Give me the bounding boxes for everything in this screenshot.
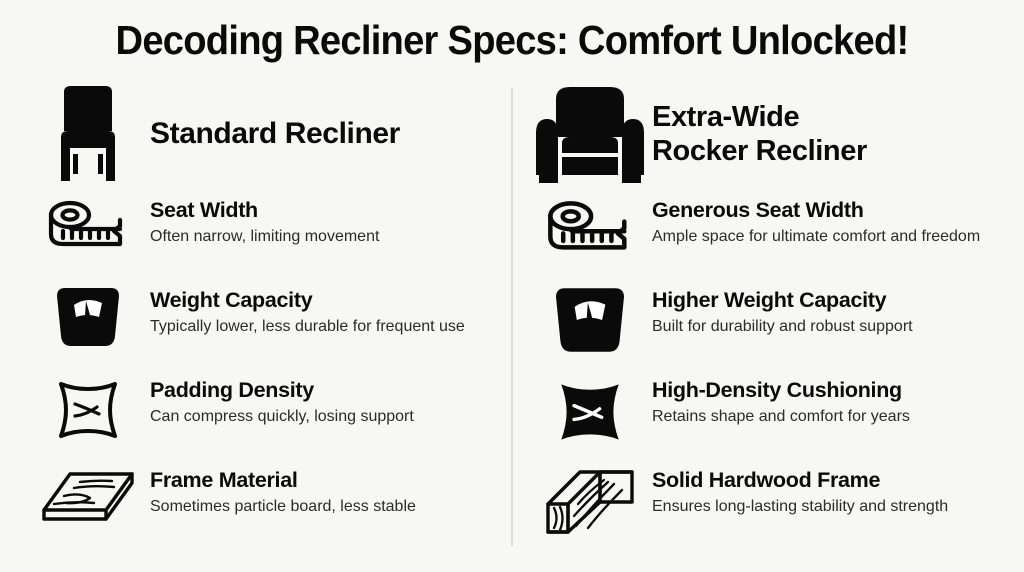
feature-text: High-Density Cushioning Retains shape an…	[646, 376, 910, 427]
feature-row: Seat Width Often narrow, limiting moveme…	[32, 196, 512, 276]
feature-text: Frame Material Sometimes particle board,…	[144, 466, 416, 517]
chair-icon	[32, 86, 144, 182]
feature-row: Padding Density Can compress quickly, lo…	[32, 376, 512, 456]
column-title-standard: Standard Recliner	[150, 117, 400, 151]
feature-title: Weight Capacity	[150, 288, 313, 312]
feature-text: Weight Capacity Typically lower, less du…	[144, 286, 465, 337]
weight-scale-icon	[32, 286, 144, 346]
feature-title: Frame Material	[150, 468, 298, 492]
pillow-outline-icon	[32, 376, 144, 442]
feature-title: Generous Seat Width	[652, 198, 864, 222]
feature-description: Retains shape and comfort for years	[652, 407, 910, 425]
feature-row: Solid Hardwood Frame Ensures long-lastin…	[534, 466, 1014, 546]
feature-title: High-Density Cushioning	[652, 378, 902, 402]
armchair-icon	[534, 85, 646, 183]
feature-title: Padding Density	[150, 378, 314, 402]
feature-description: Ample space for ultimate comfort and fre…	[652, 227, 981, 245]
page-title: Decoding Recliner Specs: Comfort Unlocke…	[115, 17, 910, 63]
feature-row: Higher Weight Capacity Built for durabil…	[534, 286, 1014, 366]
feature-text: Higher Weight Capacity Built for durabil…	[646, 286, 913, 337]
column-header-standard: Standard Recliner	[32, 82, 512, 186]
feature-title: Higher Weight Capacity	[652, 288, 887, 312]
feature-row: Frame Material Sometimes particle board,…	[32, 466, 512, 546]
tape-measure-icon	[534, 196, 646, 256]
pillow-filled-icon	[534, 376, 646, 446]
feature-text: Padding Density Can compress quickly, lo…	[144, 376, 414, 427]
feature-row: Generous Seat Width Ample space for ulti…	[534, 196, 1014, 276]
feature-row: High-Density Cushioning Retains shape an…	[534, 376, 1014, 456]
column-title-line2: Rocker Recliner	[652, 135, 867, 167]
feature-description: Typically lower, less durable for freque…	[150, 317, 465, 335]
feature-text: Generous Seat Width Ample space for ulti…	[646, 196, 980, 247]
feature-description: Built for durability and robust support	[652, 317, 913, 335]
feature-title: Seat Width	[150, 198, 258, 222]
weight-scale-icon	[534, 286, 646, 352]
feature-description: Often narrow, limiting movement	[150, 227, 380, 245]
feature-text: Seat Width Often narrow, limiting moveme…	[144, 196, 379, 247]
column-title-line1: Extra-Wide	[652, 100, 800, 133]
column-standard-recliner: Standard Recliner Seat Width Often narro…	[32, 82, 512, 546]
feature-description: Ensures long-lasting stability and stren…	[652, 497, 949, 515]
column-divider	[511, 88, 513, 546]
wood-plank-icon	[32, 466, 144, 526]
feature-text: Solid Hardwood Frame Ensures long-lastin…	[646, 466, 948, 517]
feature-description: Sometimes particle board, less stable	[150, 497, 416, 515]
wood-beam-icon	[534, 466, 646, 536]
feature-title: Solid Hardwood Frame	[652, 468, 881, 492]
feature-row: Weight Capacity Typically lower, less du…	[32, 286, 512, 366]
feature-description: Can compress quickly, losing support	[150, 407, 414, 425]
tape-measure-icon	[32, 196, 144, 252]
